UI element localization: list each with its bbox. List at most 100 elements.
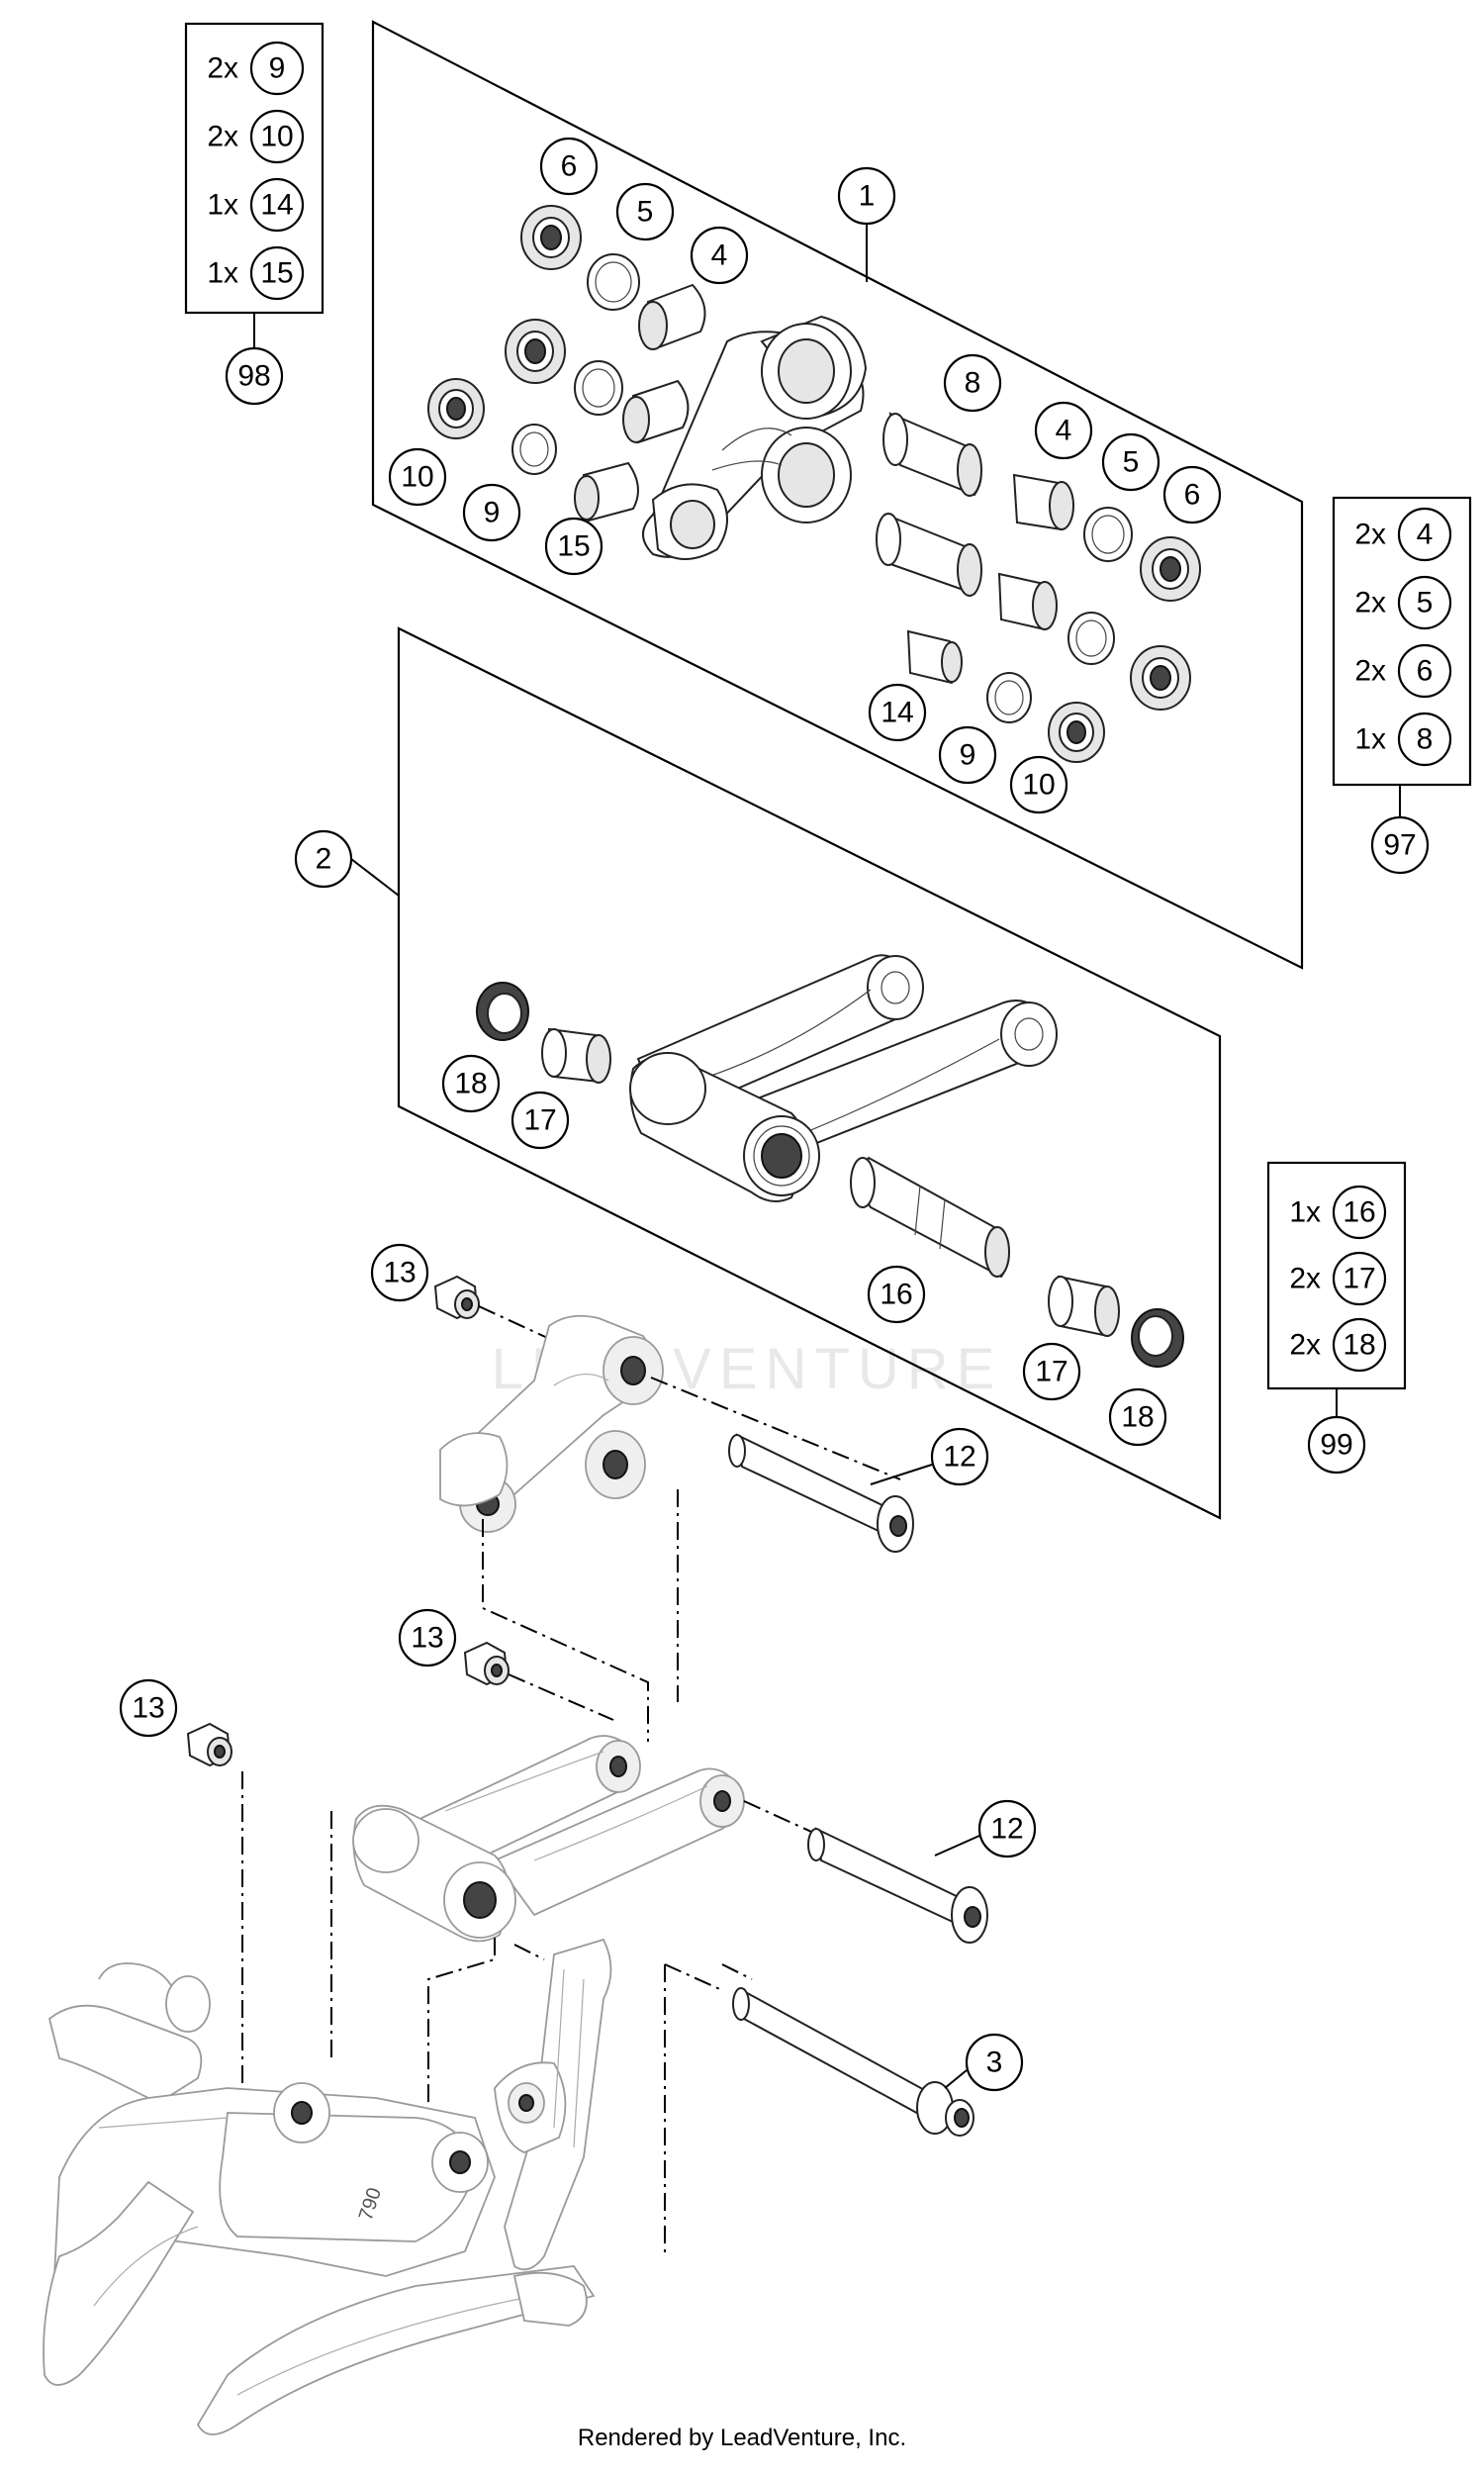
seal-ring-10-right [1048, 702, 1105, 763]
callout-15: 15 [557, 530, 590, 563]
sleeve-8-lower [876, 513, 982, 597]
washer-5-left-top [587, 253, 640, 311]
deflection-lever-lower [439, 1314, 664, 1533]
callout-8: 8 [965, 367, 981, 400]
kit-98-row-3-part: 14 [260, 189, 293, 222]
callout-13-left: 13 [132, 1692, 164, 1725]
callout-18-lower: 18 [1121, 1401, 1154, 1434]
callout-12-upper: 12 [943, 1441, 975, 1474]
kit-97-row-3-part: 6 [1417, 655, 1434, 688]
kit-98-row-3-qty: 1x [207, 189, 238, 222]
washer-5-right-lower [1067, 612, 1115, 665]
kit-98-row-1-qty: 2x [207, 52, 238, 85]
kit-99-row-1-part: 16 [1343, 1196, 1375, 1229]
kit-97-row-3-qty: 2x [1354, 655, 1386, 688]
bushing-14-right [906, 629, 963, 685]
footer-credit: Rendered by LeadVenture, Inc. [577, 2425, 907, 2451]
bolt-12-upper [728, 1433, 914, 1553]
callout-9-left: 9 [484, 497, 501, 529]
kit-99-row-1-callout-circle [1332, 1185, 1387, 1240]
kit-98-row-2-callout-circle [249, 109, 305, 164]
pull-rod-2 [629, 954, 1058, 1202]
bushing-17-lower [1048, 1275, 1120, 1338]
kit-98-row-4-part: 15 [260, 257, 293, 290]
seal-ring-18-lower [1131, 1308, 1184, 1368]
nut-13-middle [463, 1641, 510, 1686]
callout-5-right: 5 [1123, 446, 1140, 479]
kit-97-row-1-part: 4 [1417, 519, 1434, 551]
kit-97-row-1-callout-circle [1397, 507, 1452, 562]
deflection-lever-1 [642, 315, 868, 560]
washer-5-left-middle [574, 360, 623, 416]
seal-ring-10-left [427, 378, 485, 439]
kit-97-row-1-qty: 2x [1354, 519, 1386, 551]
seal-ring-6-right-lower [1130, 645, 1191, 711]
kit-99-row-3-part: 18 [1343, 1329, 1375, 1362]
pin-3 [732, 1987, 974, 2137]
box-2-outline [397, 626, 1222, 1520]
kit-98-row-4-qty: 1x [207, 257, 238, 290]
kit-98-row-1-part: 9 [269, 52, 286, 85]
assembly-box-2: 2 [294, 626, 1222, 1520]
callout-10-right: 10 [1022, 769, 1055, 802]
washer-5-right-top [1083, 507, 1133, 562]
bushing-17-top [541, 1027, 611, 1084]
kit-97-box [1332, 496, 1472, 787]
callout-6-right: 6 [1184, 479, 1201, 512]
kit-98-row-4-callout-circle [249, 245, 305, 301]
nut-13-left [186, 1722, 232, 1767]
callout-4-left: 4 [711, 239, 728, 272]
kit-97: 2x 4 2x 5 2x 6 1x 8 97 [1332, 496, 1472, 875]
kit-97-row-2-part: 5 [1417, 587, 1434, 619]
callout-10-left: 10 [401, 461, 433, 494]
callout-6-left: 6 [561, 150, 578, 183]
washer-9-right [986, 672, 1032, 723]
pull-rod-lower [352, 1735, 745, 1943]
callout-13-middle: 13 [411, 1622, 443, 1655]
kit-97-row-4-part: 8 [1417, 723, 1434, 756]
bushing-4-left-top [638, 283, 706, 350]
seal-ring-18-top [476, 982, 529, 1041]
kit-98-row-2-qty: 2x [207, 121, 238, 153]
kit-97-row-4-qty: 1x [1354, 723, 1386, 756]
callout-9-right: 9 [960, 739, 976, 772]
swingarm: 790 [43, 1962, 596, 2435]
callout-13-upper: 13 [383, 1257, 416, 1289]
callout-18-top: 18 [454, 1068, 487, 1100]
bushing-4-right-lower [997, 572, 1058, 631]
sleeve-8 [882, 412, 982, 497]
kit-99-row-2-part: 17 [1343, 1263, 1375, 1295]
callout-17-top: 17 [523, 1104, 556, 1137]
seal-ring-6-right-top [1140, 536, 1201, 602]
box-2-callout: 2 [316, 843, 332, 876]
callout-17-lower: 17 [1035, 1356, 1067, 1388]
bushing-4-left-middle [622, 379, 690, 444]
pin-16 [850, 1156, 1010, 1279]
bushing-4-right-top [1012, 473, 1074, 531]
kit-98-label: 98 [237, 360, 270, 393]
kit-97-callout-circle [1370, 815, 1430, 875]
kit-97-row-2-qty: 2x [1354, 587, 1386, 619]
kit-97-row-3-callout-circle [1397, 643, 1452, 699]
kit-99-row-2-qty: 2x [1289, 1263, 1321, 1295]
kit-99-label: 99 [1320, 1429, 1352, 1462]
box-1-callout: 1 [859, 180, 876, 213]
kit-99-row-2-callout-circle [1332, 1251, 1387, 1306]
kit-98-row-2-part: 10 [260, 121, 293, 153]
kit-97-row-2-callout-circle [1397, 575, 1452, 630]
kit-99-row-1-qty: 1x [1289, 1196, 1321, 1229]
callout-14: 14 [881, 697, 913, 729]
kit-98-row-3-callout-circle [249, 177, 305, 233]
nut-13-upper [433, 1275, 480, 1320]
seal-ring-6-left-middle [505, 319, 566, 384]
callout-4-right: 4 [1056, 415, 1072, 447]
callout-12-lower: 12 [990, 1813, 1023, 1846]
seal-ring-6-left-top [520, 205, 582, 270]
callout-5-left: 5 [637, 196, 654, 229]
box-1-outline [371, 20, 1304, 970]
washer-9-left [511, 424, 557, 475]
kit-99-row-3-callout-circle [1332, 1317, 1387, 1373]
kit-99-callout-circle [1307, 1415, 1366, 1475]
linkage-mount [494, 1938, 612, 2327]
